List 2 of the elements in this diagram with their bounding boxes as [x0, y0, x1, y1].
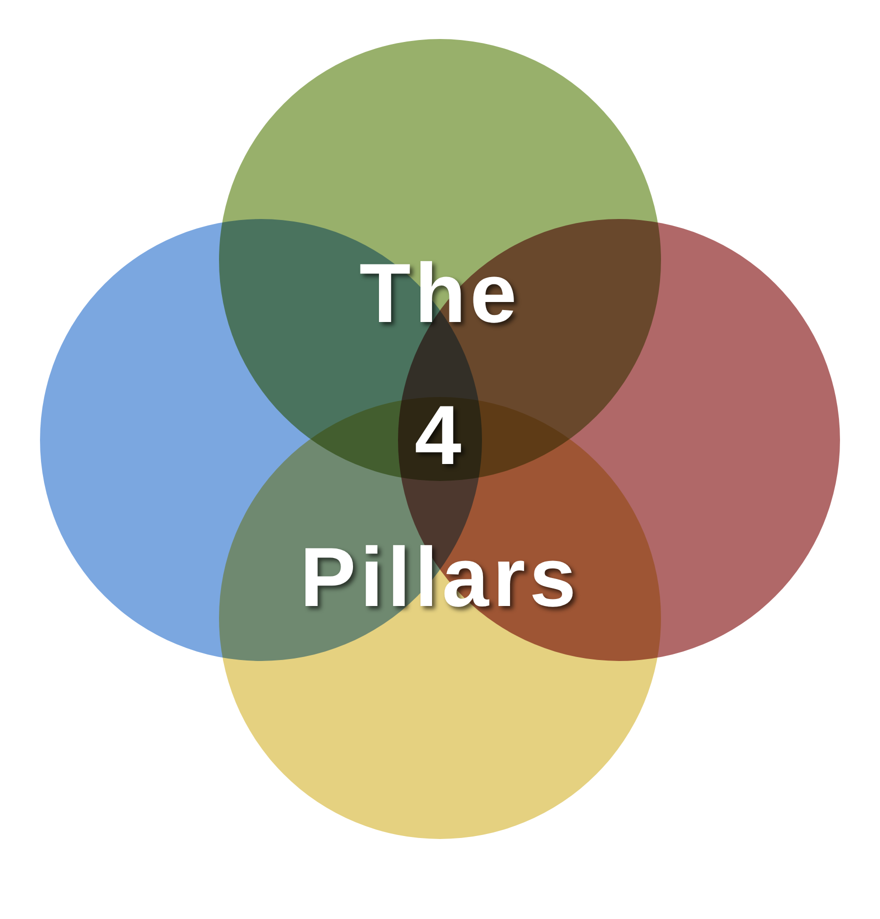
circle-shape: [219, 397, 661, 839]
title: The 4 Pillars: [300, 245, 580, 626]
